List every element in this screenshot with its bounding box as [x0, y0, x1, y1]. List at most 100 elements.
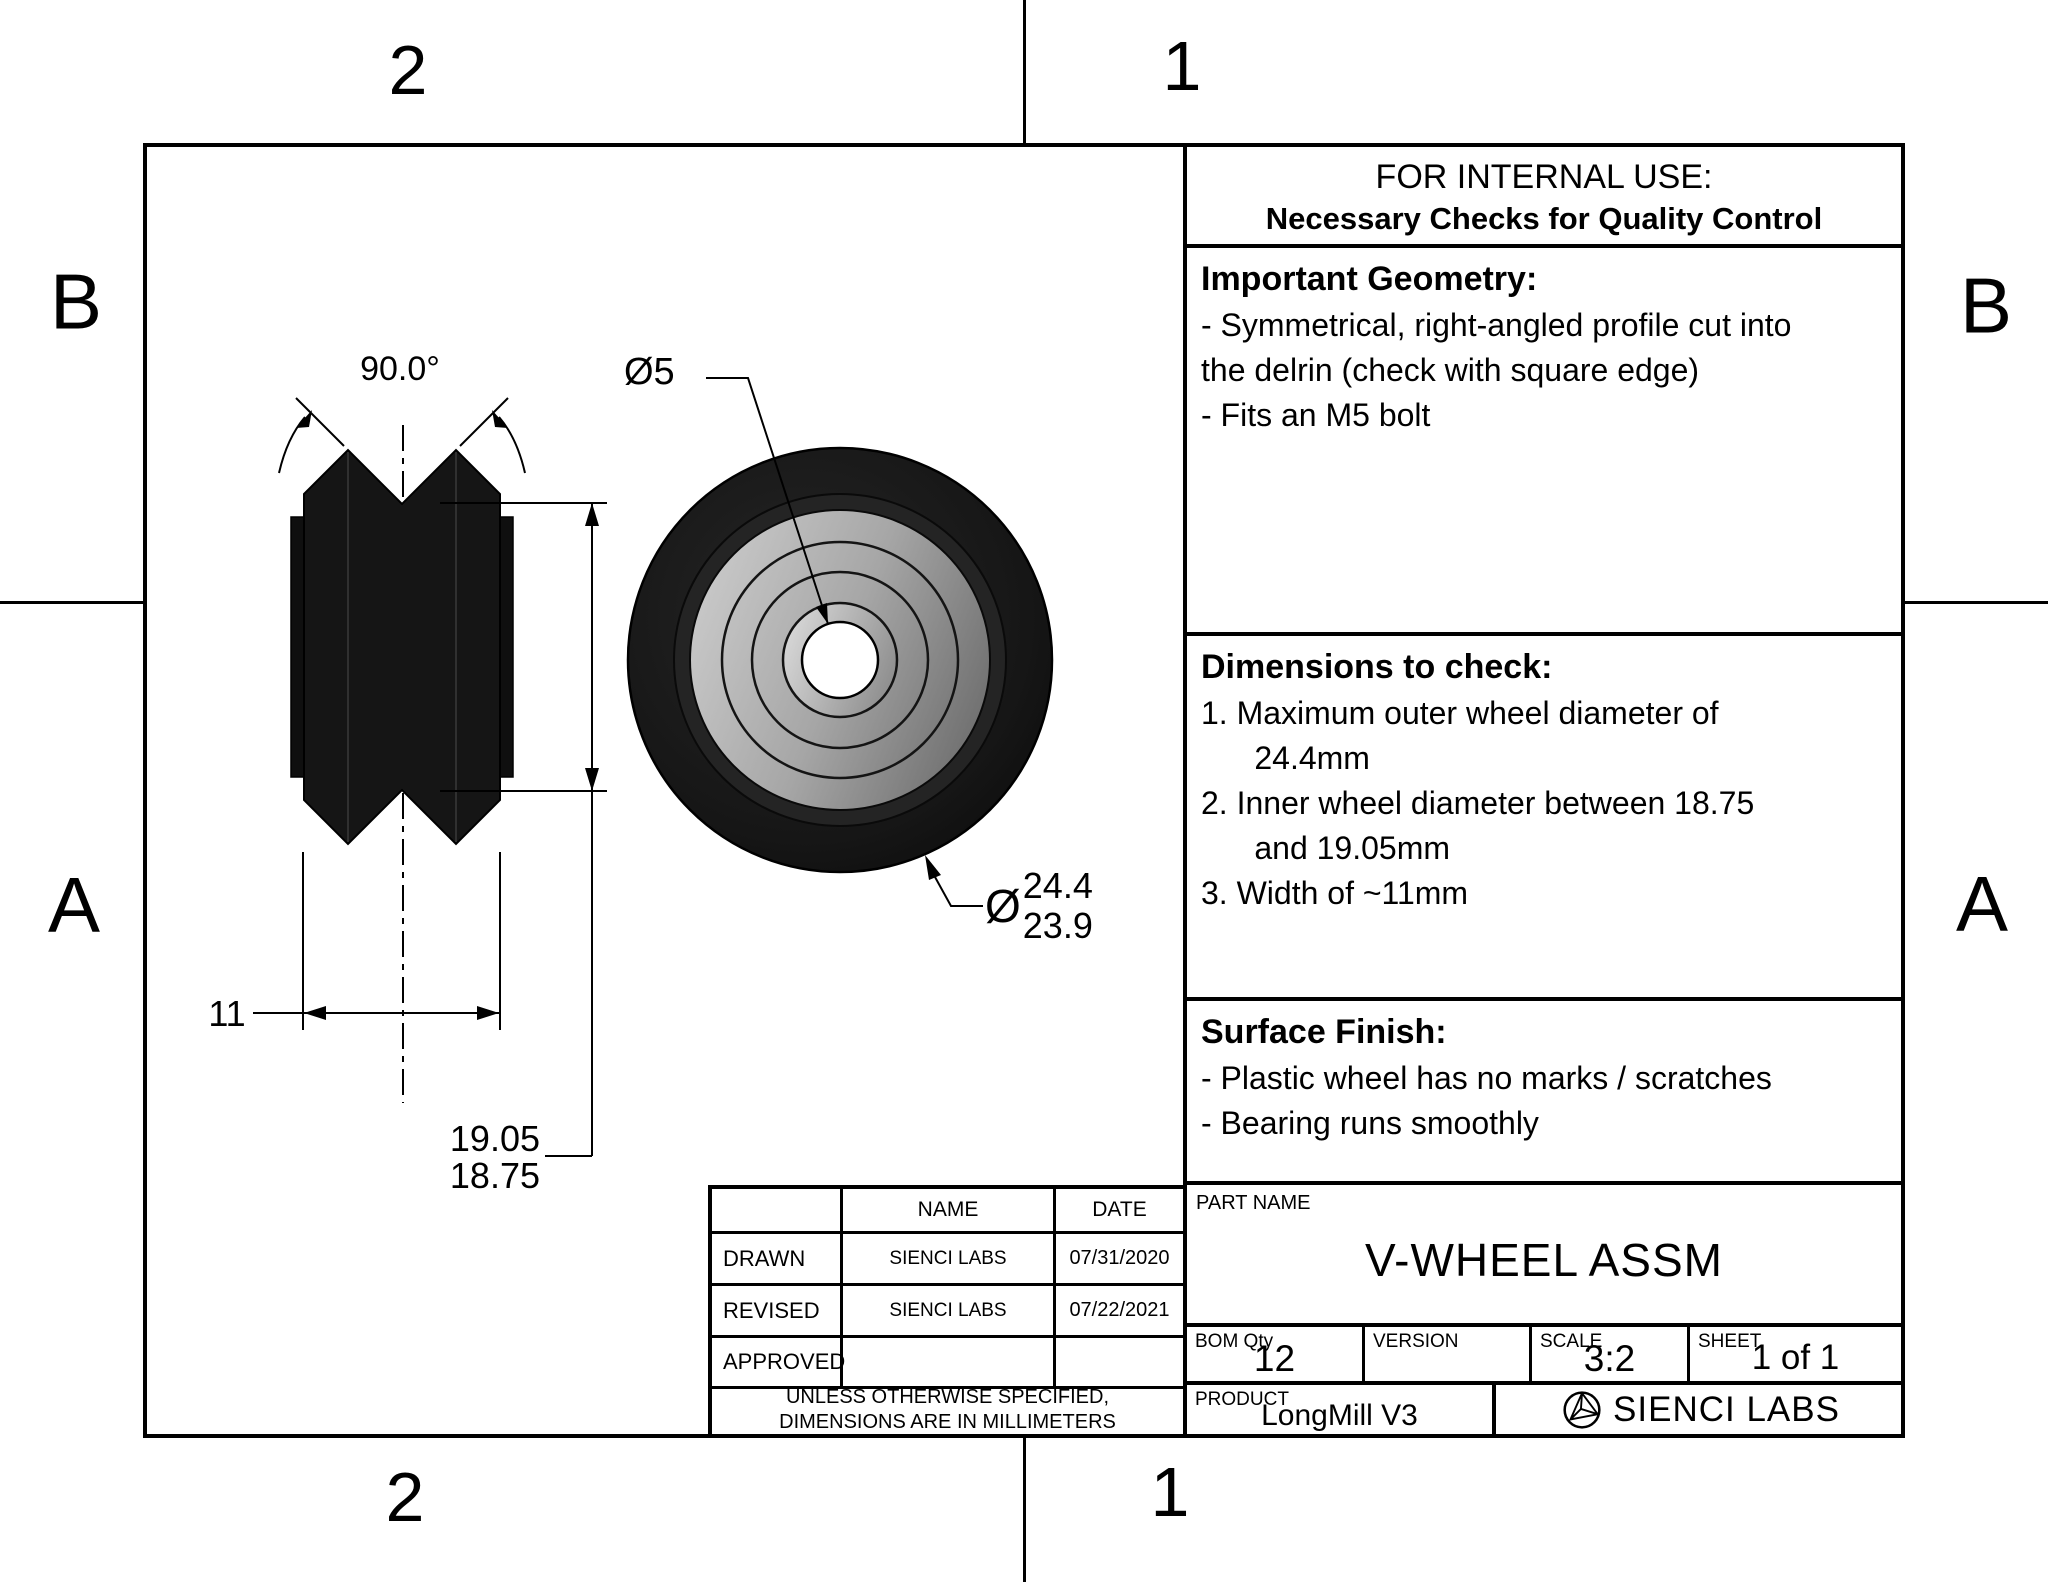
table-line	[712, 1386, 1183, 1389]
width-arrow-left	[304, 1006, 326, 1020]
scale-label: SCALE	[1540, 1331, 1603, 1352]
side-view-drawing	[253, 397, 607, 1157]
quality-checks-subtitle: Necessary Checks for Quality Control	[1265, 201, 1823, 236]
zone-label-top-1: 1	[1162, 27, 1202, 105]
part-name-box: PART NAME V-WHEEL ASSM	[1183, 1185, 1901, 1327]
revised-date: 07/22/2021	[1069, 1299, 1170, 1321]
table-line	[840, 1189, 843, 1389]
drawn-row-label: DRAWN	[723, 1245, 806, 1271]
wheel-profile-ridges	[347, 452, 457, 842]
zone-label-right-a: A	[1955, 859, 2009, 948]
angle-arc-right	[498, 416, 526, 474]
approved-date	[1056, 1338, 1183, 1386]
zone-tick-left	[0, 601, 143, 604]
sheet-cell: SHEET 1 of 1	[1687, 1327, 1901, 1381]
bore-leader-line	[706, 377, 829, 625]
specs-row: BOM Qty 12 VERSION SCALE 3:2 SHEET 1 of …	[1183, 1327, 1901, 1385]
inner-diameter-max: 19.05	[449, 1118, 540, 1159]
table-line	[1053, 1189, 1056, 1389]
table-line	[712, 1231, 1183, 1234]
zone-tick-top	[1023, 0, 1026, 143]
bom-qty-cell: BOM Qty 12	[1187, 1327, 1362, 1381]
surface-finish-section: Surface Finish: - Plastic wheel has no m…	[1183, 1001, 1901, 1185]
sheet-value: 1 of 1	[1751, 1338, 1840, 1377]
geometry-heading: Important Geometry:	[1201, 260, 1538, 298]
zone-tick-bottom	[1023, 1438, 1026, 1582]
outer-diameter-min: 23.9	[1022, 905, 1093, 946]
dimensions-checklist: 1. Maximum outer wheel diameter of 24.4m…	[1201, 695, 1755, 911]
bore-dimension-label: Ø5	[624, 351, 675, 393]
outer-dim-leader-line	[934, 876, 983, 907]
zone-label-right-b: B	[1959, 261, 2013, 350]
angle-extension-lines	[295, 397, 509, 447]
revised-name: SIENCI LABS	[889, 1299, 1007, 1321]
angle-arc-left	[278, 416, 306, 474]
bom-qty-value: 12	[1253, 1338, 1296, 1379]
geometry-notes: - Symmetrical, right-angled profile cut …	[1201, 307, 1792, 433]
front-view-drawing	[626, 377, 1054, 907]
bore-hole	[800, 620, 880, 700]
sheet-label: SHEET	[1698, 1331, 1762, 1352]
date-column-header: DATE	[1092, 1198, 1147, 1221]
scale-cell: SCALE 3:2	[1529, 1327, 1687, 1381]
wheel-profile	[303, 448, 501, 846]
angle-dimension-label: 90.0°	[360, 350, 440, 388]
bearing-edge-right	[499, 516, 514, 778]
angle-arrow-right	[492, 410, 508, 428]
bearing-edge-left	[290, 516, 305, 778]
inner-dim-arrow-up	[585, 503, 599, 526]
inner-diameter-label: 19.05 18.75	[426, 1120, 540, 1194]
name-column-header: NAME	[917, 1198, 979, 1221]
width-extension-lines	[302, 852, 501, 1030]
outer-diameter-label: Ø 24.4 23.9	[985, 866, 1093, 946]
company-cell: SIENCI LABS	[1492, 1385, 1905, 1434]
scale-value: 3:2	[1583, 1338, 1636, 1379]
inner-dim-line	[545, 503, 593, 1157]
outer-diameter-max: 24.4	[1022, 865, 1093, 906]
diameter-symbol: Ø	[985, 880, 1021, 932]
bore-leader-arrow	[816, 603, 828, 624]
approved-row-label: APPROVED	[723, 1349, 846, 1374]
zone-label-left-b: B	[49, 257, 103, 346]
zone-label-top-2: 2	[388, 31, 428, 109]
bearing-seam-inner	[750, 570, 930, 750]
zone-tick-right	[1905, 601, 2048, 604]
zone-label-left-a: A	[47, 860, 101, 949]
revised-row-label: REVISED	[723, 1297, 820, 1323]
product-value: LongMill V3	[1261, 1399, 1418, 1432]
dimensions-heading: Dimensions to check:	[1201, 648, 1553, 686]
surface-finish-heading: Surface Finish:	[1201, 1013, 1447, 1051]
part-name-label: PART NAME	[1196, 1192, 1311, 1214]
company-name: SIENCI LABS	[1613, 1389, 1840, 1429]
width-arrow-right	[477, 1006, 499, 1020]
angle-arrow-left	[296, 410, 312, 428]
panel-header-box: FOR INTERNAL USE: Necessary Checks for Q…	[1183, 147, 1901, 248]
product-label: PRODUCT	[1195, 1389, 1289, 1410]
inner-dim-arrow-down	[585, 768, 599, 791]
internal-use-title: FOR INTERNAL USE:	[1375, 158, 1713, 196]
inner-diameter-min: 18.75	[449, 1155, 540, 1196]
inner-dim-extension-lines	[440, 502, 607, 792]
version-cell: VERSION	[1362, 1327, 1529, 1381]
drawn-name: SIENCI LABS	[889, 1247, 1007, 1269]
part-name-value: V-WHEEL ASSM	[1365, 1234, 1723, 1286]
product-row: PRODUCT LongMill V3 SIENCI LABS	[1183, 1385, 1901, 1434]
sienci-logo-icon	[1563, 1390, 1601, 1429]
outer-dim-arrow	[925, 855, 941, 880]
bearing-seam-outer	[720, 540, 960, 780]
width-dimension-label: 11	[208, 993, 246, 1034]
drawn-date: 07/31/2020	[1069, 1247, 1170, 1269]
approved-name	[843, 1338, 1053, 1386]
product-cell: PRODUCT LongMill V3	[1187, 1385, 1492, 1434]
bom-qty-label: BOM Qty	[1195, 1331, 1274, 1352]
table-line	[712, 1283, 1183, 1286]
version-label: VERSION	[1373, 1331, 1459, 1352]
zone-label-bottom-2: 2	[385, 1458, 425, 1536]
units-note: UNLESS OTHERWISE SPECIFIED, DIMENSIONS A…	[779, 1386, 1116, 1433]
geometry-section: Important Geometry: - Symmetrical, right…	[1183, 248, 1901, 636]
revision-table: NAME DATE DRAWN SIENCI LABS 07/31/2020 R…	[708, 1185, 1187, 1438]
dimensions-section: Dimensions to check: 1. Maximum outer wh…	[1183, 636, 1901, 1001]
zone-label-bottom-1: 1	[1150, 1453, 1190, 1531]
